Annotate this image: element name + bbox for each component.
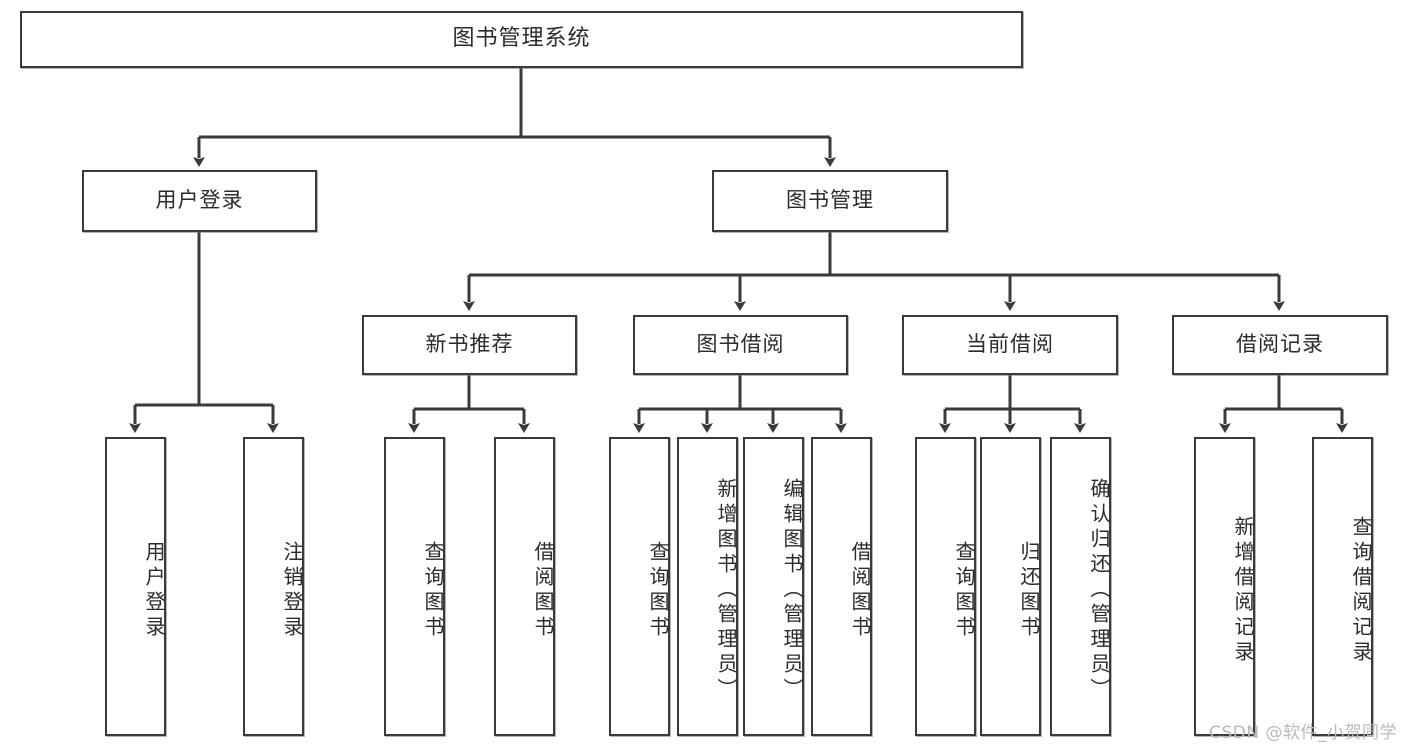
node-user-login[interactable]: 用户登录 [82,170,317,232]
node-leaf-logout-login[interactable]: 注销登录 [243,437,304,736]
node-label: 当前借阅 [966,332,1054,357]
node-leaf-query-book-1[interactable]: 查询图书 [384,437,445,736]
node-leaf-borrow-book-2[interactable]: 借阅图书 [811,437,872,736]
node-label: 归还图书 [1017,540,1041,641]
node-label: 用户登录 [142,540,166,641]
node-leaf-return-book[interactable]: 归还图书 [980,437,1041,736]
node-label: 用户登录 [155,188,244,213]
node-leaf-query-book-3[interactable]: 查询图书 [915,437,976,736]
node-leaf-user-login[interactable]: 用户登录 [105,437,166,736]
node-book-borrow[interactable]: 图书借阅 [633,315,848,375]
node-leaf-confirm-return[interactable]: 确认归还（管理员） [1050,437,1111,736]
node-borrow-record[interactable]: 借阅记录 [1172,315,1388,375]
node-leaf-borrow-book-1[interactable]: 借阅图书 [494,437,555,736]
node-label: 编辑图书（管理员） [780,478,804,703]
node-label: 图书管理 [786,188,874,213]
csdn-watermark: CSDN @软件_小贺同学 [1209,723,1397,743]
node-label: 图书管理系统 [452,26,591,52]
node-leaf-query-record[interactable]: 查询借阅记录 [1312,437,1373,736]
node-label: 图书借阅 [696,332,785,357]
node-current-borrow[interactable]: 当前借阅 [902,315,1118,375]
node-label: 查询图书 [952,540,976,641]
node-root-book-management-system[interactable]: 图书管理系统 [20,11,1023,68]
node-leaf-query-book-2[interactable]: 查询图书 [609,437,670,736]
node-label: 借阅记录 [1236,332,1324,357]
node-label: 借阅图书 [531,540,555,641]
node-book-manage[interactable]: 图书管理 [712,170,948,232]
node-leaf-edit-book[interactable]: 编辑图书（管理员） [743,437,804,736]
node-label: 新增借阅记录 [1231,515,1255,666]
node-label: 新增图书（管理员） [714,478,738,703]
node-new-book-recommend[interactable]: 新书推荐 [362,315,577,375]
node-label: 确认归还（管理员） [1087,478,1111,703]
node-label: 新书推荐 [425,332,514,357]
node-label: 查询图书 [421,540,445,641]
node-label: 查询图书 [646,540,670,641]
node-label: 查询借阅记录 [1349,515,1373,666]
node-label: 借阅图书 [848,540,872,641]
node-leaf-add-record[interactable]: 新增借阅记录 [1194,437,1255,736]
node-leaf-add-book[interactable]: 新增图书（管理员） [677,437,738,736]
node-label: 注销登录 [280,540,304,641]
